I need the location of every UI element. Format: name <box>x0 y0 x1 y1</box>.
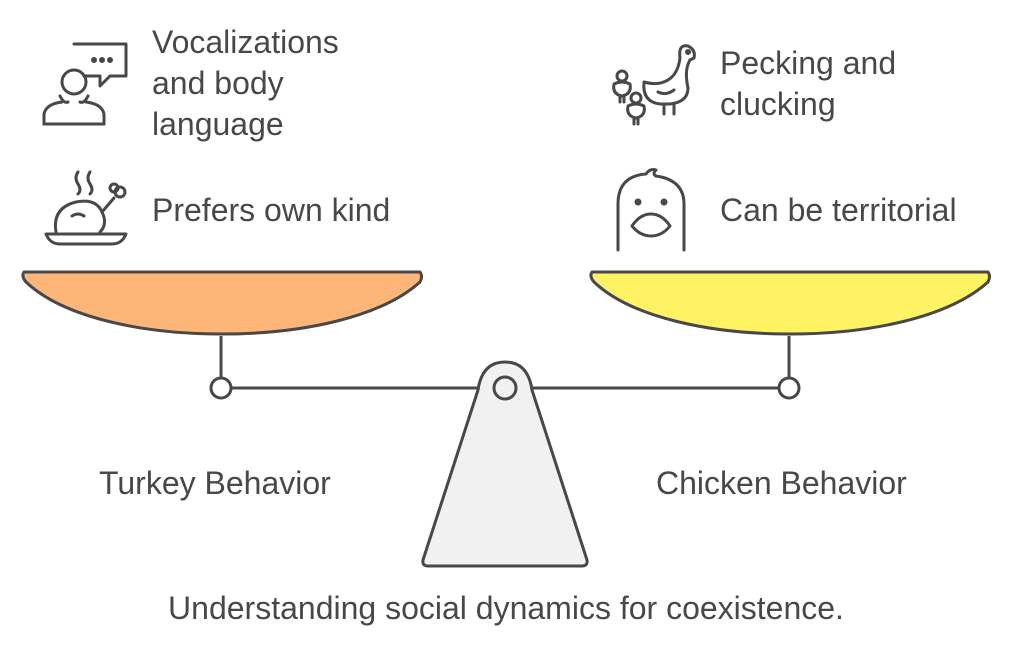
bird-with-chicks-icon <box>612 44 696 126</box>
left-pivot <box>209 376 233 400</box>
left-item-2-text: Prefers own kind <box>152 192 391 228</box>
right-pivot <box>777 376 801 400</box>
right-side-label: Chicken Behavior <box>656 465 907 501</box>
left-pan <box>21 270 423 336</box>
diagram-caption: Understanding social dynamics for coexis… <box>168 590 844 626</box>
right-pan <box>589 270 991 336</box>
right-item-2-text: Can be territorial <box>720 192 957 228</box>
fulcrum-pivot <box>492 375 518 401</box>
left-side-label: Turkey Behavior <box>99 465 331 501</box>
person-speech-bubble-icon <box>42 42 128 126</box>
fulcrum <box>421 360 589 568</box>
right-item-1-text: Pecking and clucking <box>720 45 897 122</box>
left-item-1-text: Vocalizations and body language <box>152 24 339 142</box>
roast-turkey-icon <box>44 170 128 246</box>
chick-face-icon <box>616 168 686 252</box>
